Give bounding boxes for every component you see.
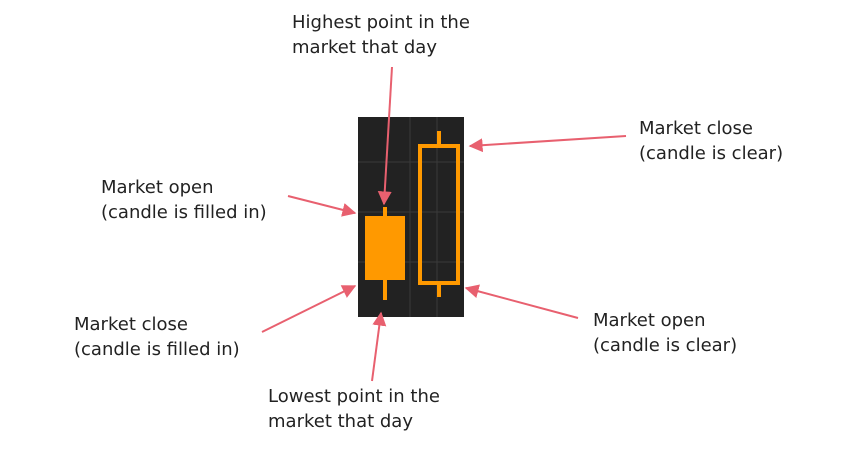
filled-candle-body	[365, 216, 405, 280]
label-highest-line1: Highest point in the	[292, 12, 470, 33]
label-open-clear-line1: Market open	[593, 310, 706, 331]
arrow-open-clear	[464, 284, 579, 319]
label-lowest-line1: Lowest point in the	[268, 386, 440, 407]
label-open-filled-line2: (candle is filled in)	[101, 202, 267, 223]
label-highest-point: Highest point in the market that day	[292, 10, 470, 60]
arrow-open-filled	[287, 195, 357, 217]
label-close-clear-line2: (candle is clear)	[639, 143, 784, 164]
label-open-filled-line1: Market open	[101, 177, 214, 198]
label-highest-line2: market that day	[292, 37, 437, 58]
filled-candle	[365, 207, 405, 300]
label-open-clear-line2: (candle is clear)	[593, 335, 738, 356]
label-market-open-filled: Market open (candle is filled in)	[101, 175, 267, 225]
label-close-clear-line1: Market close	[639, 118, 753, 139]
annotation-arrows	[261, 66, 627, 382]
arrow-lowest	[371, 311, 387, 382]
arrow-highest	[377, 66, 393, 206]
clear-candle	[418, 131, 460, 297]
label-market-close-clear: Market close (candle is clear)	[639, 116, 783, 166]
label-market-open-clear: Market open (candle is clear)	[593, 308, 737, 358]
label-lowest-line2: market that day	[268, 411, 413, 432]
label-lowest-point: Lowest point in the market that day	[268, 384, 440, 434]
arrow-close-filled	[261, 285, 357, 333]
label-market-close-filled: Market close (candle is filled in)	[74, 312, 240, 362]
label-close-filled-line1: Market close	[74, 314, 188, 335]
label-close-filled-line2: (candle is filled in)	[74, 339, 240, 360]
arrow-close-clear	[468, 135, 627, 153]
